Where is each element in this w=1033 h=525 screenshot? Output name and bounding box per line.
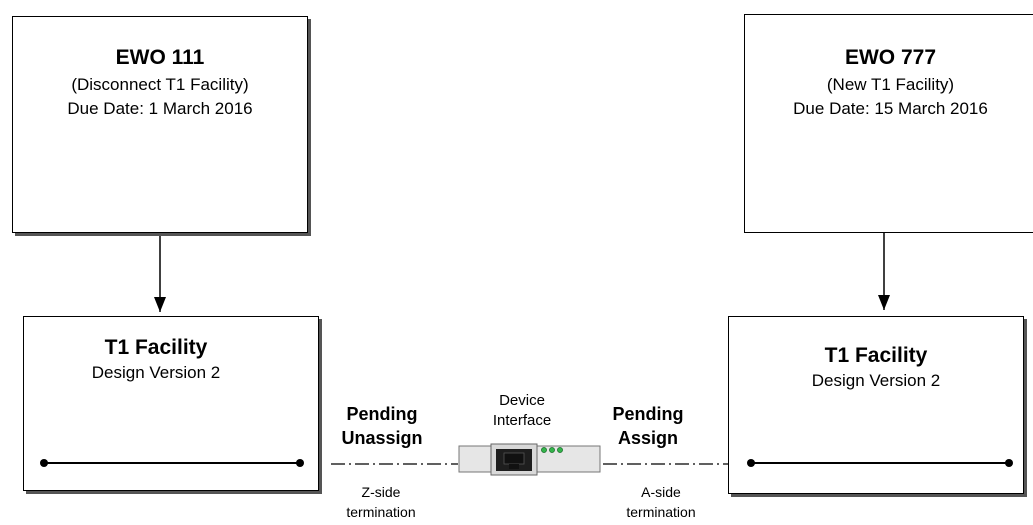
- z-side-line1: Z-side: [361, 484, 401, 500]
- device-led-icon: [549, 447, 555, 453]
- pending-assign-line2: Assign: [617, 428, 678, 448]
- t1-facility-left-subtitle: Design Version 2: [91, 363, 221, 382]
- pending-unassign-line2: Unassign: [341, 428, 423, 448]
- t1-facility-left-circuit: [40, 459, 304, 467]
- t1-facility-left-title: T1 Facility: [104, 336, 208, 359]
- pending-unassign-label: Pending Unassign: [326, 402, 438, 450]
- device-interface-label: Device Interface: [470, 391, 574, 431]
- pending-unassign-line1: Pending: [346, 404, 418, 424]
- a-side-termination-label: A-side termination: [606, 482, 716, 522]
- t1-facility-left-box: T1 Facility Design Version 2: [23, 316, 319, 491]
- ewo-111-box: EWO 111 (Disconnect T1 Facility) Due Dat…: [12, 16, 308, 233]
- t1-facility-right-circuit: [747, 459, 1013, 467]
- t1-facility-right-box: T1 Facility Design Version 2: [728, 316, 1024, 494]
- device-led-icon: [557, 447, 563, 453]
- pending-assign-line1: Pending: [612, 404, 684, 424]
- z-side-line2: termination: [346, 504, 416, 520]
- ewo-111-description: (Disconnect T1 Facility): [71, 75, 249, 94]
- a-side-line1: A-side: [641, 484, 681, 500]
- device-led-icon: [541, 447, 547, 453]
- arrowhead-left-icon: [154, 297, 166, 312]
- pending-assign-label: Pending Assign: [596, 402, 700, 450]
- t1-facility-right-subtitle: Design Version 2: [811, 371, 941, 390]
- arrowhead-right-icon: [878, 295, 890, 310]
- device-label-line2: Interface: [492, 412, 552, 429]
- ewo-111-title: EWO 111: [115, 46, 205, 69]
- device-label-line1: Device: [499, 392, 545, 409]
- ewo-777-title: EWO 777: [844, 46, 937, 69]
- z-side-termination-label: Z-side termination: [326, 482, 436, 522]
- ewo-777-due-date: Due Date: 15 March 2016: [793, 99, 988, 118]
- ewo-777-box: EWO 777 (New T1 Facility) Due Date: 15 M…: [744, 14, 1033, 233]
- ewo-111-due-date: Due Date: 1 March 2016: [67, 99, 253, 118]
- ewo-777-description: (New T1 Facility): [826, 75, 955, 94]
- t1-facility-right-title: T1 Facility: [824, 344, 928, 367]
- a-side-line2: termination: [626, 504, 696, 520]
- device-interface-icon: [458, 443, 601, 476]
